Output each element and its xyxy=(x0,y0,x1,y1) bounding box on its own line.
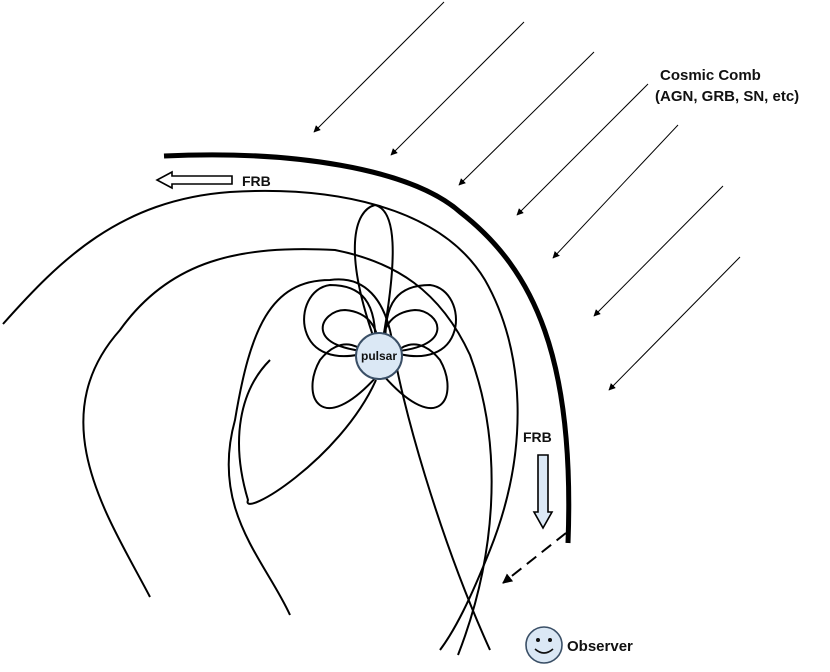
observer-label: Observer xyxy=(567,638,633,655)
comb-arrow-4 xyxy=(516,83,649,216)
frb-label-right: FRB xyxy=(523,429,552,445)
frb-arrow-top: FRB xyxy=(155,170,271,190)
field-loop-big xyxy=(353,203,394,356)
field-line-outer-1 xyxy=(2,189,519,651)
comb-arrow-3 xyxy=(458,51,595,186)
comb-arrow-1 xyxy=(313,1,445,133)
pulsar-magnetosphere xyxy=(238,203,457,505)
field-line-outer-2 xyxy=(82,248,493,656)
field-loop-right-mid xyxy=(384,283,457,358)
outer-field-lines xyxy=(2,189,519,656)
pulsar-label: pulsar xyxy=(361,349,397,363)
frb-arrow-right: FRB xyxy=(523,429,554,530)
field-loop-left-mid xyxy=(303,283,377,358)
smiley-face-icon xyxy=(525,626,563,664)
bow-shock-curve xyxy=(163,152,572,544)
pulsar-circle xyxy=(355,332,403,380)
cosmic-comb-subtitle: (AGN, GRB, SN, etc) xyxy=(655,88,799,105)
comb-arrow-7 xyxy=(608,256,741,391)
frb-label-top: FRB xyxy=(242,173,271,189)
field-line-outer-3 xyxy=(227,278,491,651)
hollow-arrow-icon xyxy=(532,454,554,530)
cosmic-comb-arrows xyxy=(313,1,741,391)
observer: Observer xyxy=(525,626,633,664)
pulsar: pulsar xyxy=(355,332,403,380)
cosmic-comb-title: Cosmic Comb xyxy=(660,67,761,84)
escape-dashed-arrow xyxy=(502,532,567,584)
hollow-arrow-icon xyxy=(155,170,233,190)
comb-arrow-2 xyxy=(390,21,525,156)
field-loop-bottom-left xyxy=(238,359,377,505)
comb-arrow-5 xyxy=(552,124,679,259)
comb-arrow-6 xyxy=(593,185,724,317)
